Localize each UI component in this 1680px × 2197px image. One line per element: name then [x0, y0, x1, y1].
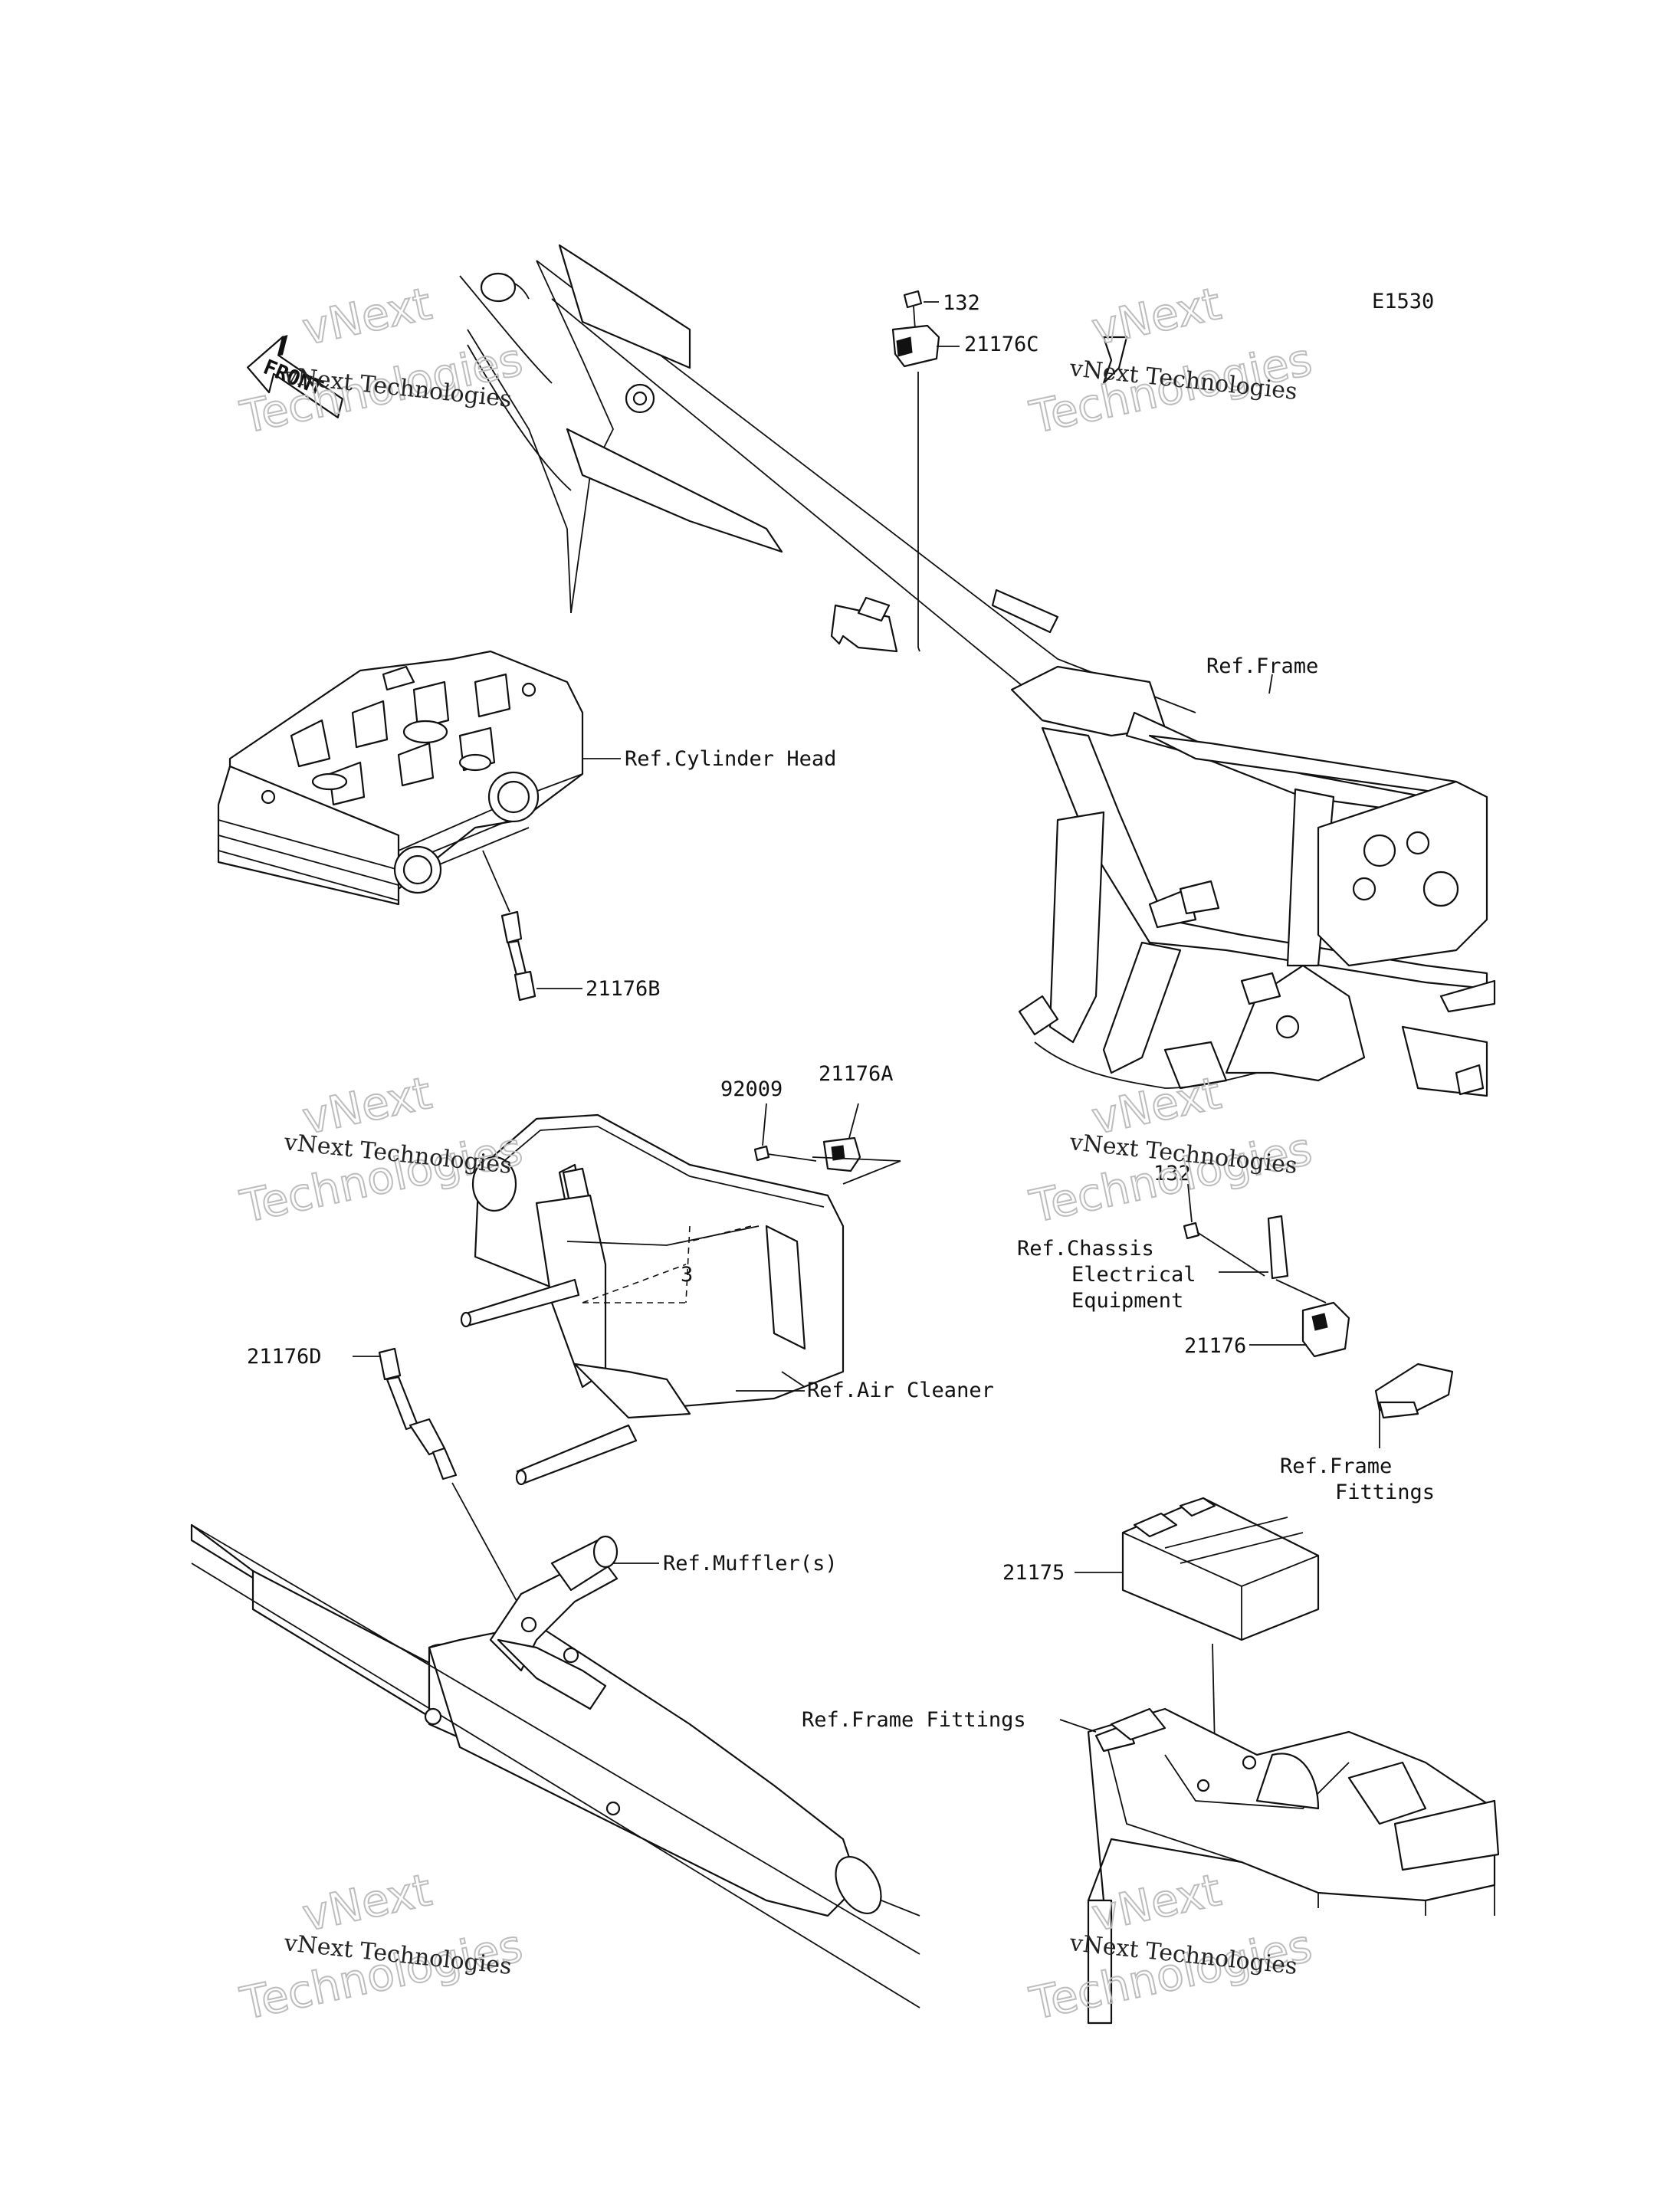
label-ref-frame-fittings-2[interactable]: Fittings — [1335, 1481, 1435, 1504]
label-ref-frame[interactable]: Ref.Frame — [1206, 654, 1318, 678]
watermark-2: vNext Technologies vNext Technologies — [1025, 277, 1317, 444]
frame-fitting-tray — [1087, 1707, 1500, 2025]
diagram-code: E1530 — [1372, 290, 1434, 313]
callout-labels: E1530 132 21176C Ref.Frame Ref.Cylinder … — [247, 290, 1435, 1732]
label-92009[interactable]: 92009 — [720, 1077, 783, 1101]
muffler-drawing — [190, 1523, 920, 2008]
label-132-mid[interactable]: 132 — [1153, 1162, 1191, 1185]
svg-text:vNext: vNext — [298, 277, 436, 356]
label-ref-frame-fittings-1[interactable]: Ref.Frame — [1280, 1454, 1392, 1478]
label-ref-air-cleaner[interactable]: Ref.Air Cleaner — [807, 1379, 994, 1402]
sensor-21176D — [378, 1347, 522, 1610]
ecu-21175 — [1121, 1497, 1320, 1748]
label-21176C[interactable]: 21176C — [964, 333, 1039, 356]
svg-text:vNext: vNext — [298, 1864, 436, 1942]
watermark-6: vNext Technologies vNext Technologies — [1025, 1863, 1317, 2031]
label-21176B[interactable]: 21176B — [586, 977, 661, 1001]
frame-drawing — [459, 244, 1496, 1097]
watermark-4: vNext Technologies vNext Technologies — [1025, 1066, 1317, 1234]
leader-lines — [353, 301, 1307, 1733]
label-ref-cylinder-head[interactable]: Ref.Cylinder Head — [625, 747, 836, 771]
label-132-top[interactable]: 132 — [943, 291, 980, 315]
svg-text:vNext: vNext — [1088, 277, 1226, 356]
watermark-5: vNext Technologies vNext Technologies — [235, 1863, 528, 2031]
label-21176D[interactable]: 21176D — [247, 1345, 322, 1369]
sensor-21176C — [891, 290, 940, 652]
air-cleaner-drawing: 3 — [460, 1113, 845, 1486]
label-ref-frame-fittings-lower[interactable]: Ref.Frame Fittings — [802, 1708, 1026, 1732]
svg-text:3: 3 — [681, 1263, 693, 1287]
sensor-21176B — [482, 850, 536, 1002]
label-ref-chassis-3[interactable]: Equipment — [1071, 1289, 1183, 1313]
label-ref-chassis-2[interactable]: Electrical — [1071, 1263, 1196, 1287]
label-21176[interactable]: 21176 — [1184, 1334, 1246, 1358]
svg-text:vNext: vNext — [1088, 1864, 1226, 1942]
label-ref-chassis-1[interactable]: Ref.Chassis — [1017, 1237, 1154, 1261]
label-21175[interactable]: 21175 — [1002, 1561, 1065, 1585]
sensor-21176A — [753, 1103, 901, 1185]
cylinder-head-drawing — [217, 650, 584, 906]
label-ref-mufflers[interactable]: Ref.Muffler(s) — [663, 1552, 838, 1576]
sensor-21176 — [1183, 1183, 1454, 1448]
label-21176A[interactable]: 21176A — [819, 1062, 894, 1086]
